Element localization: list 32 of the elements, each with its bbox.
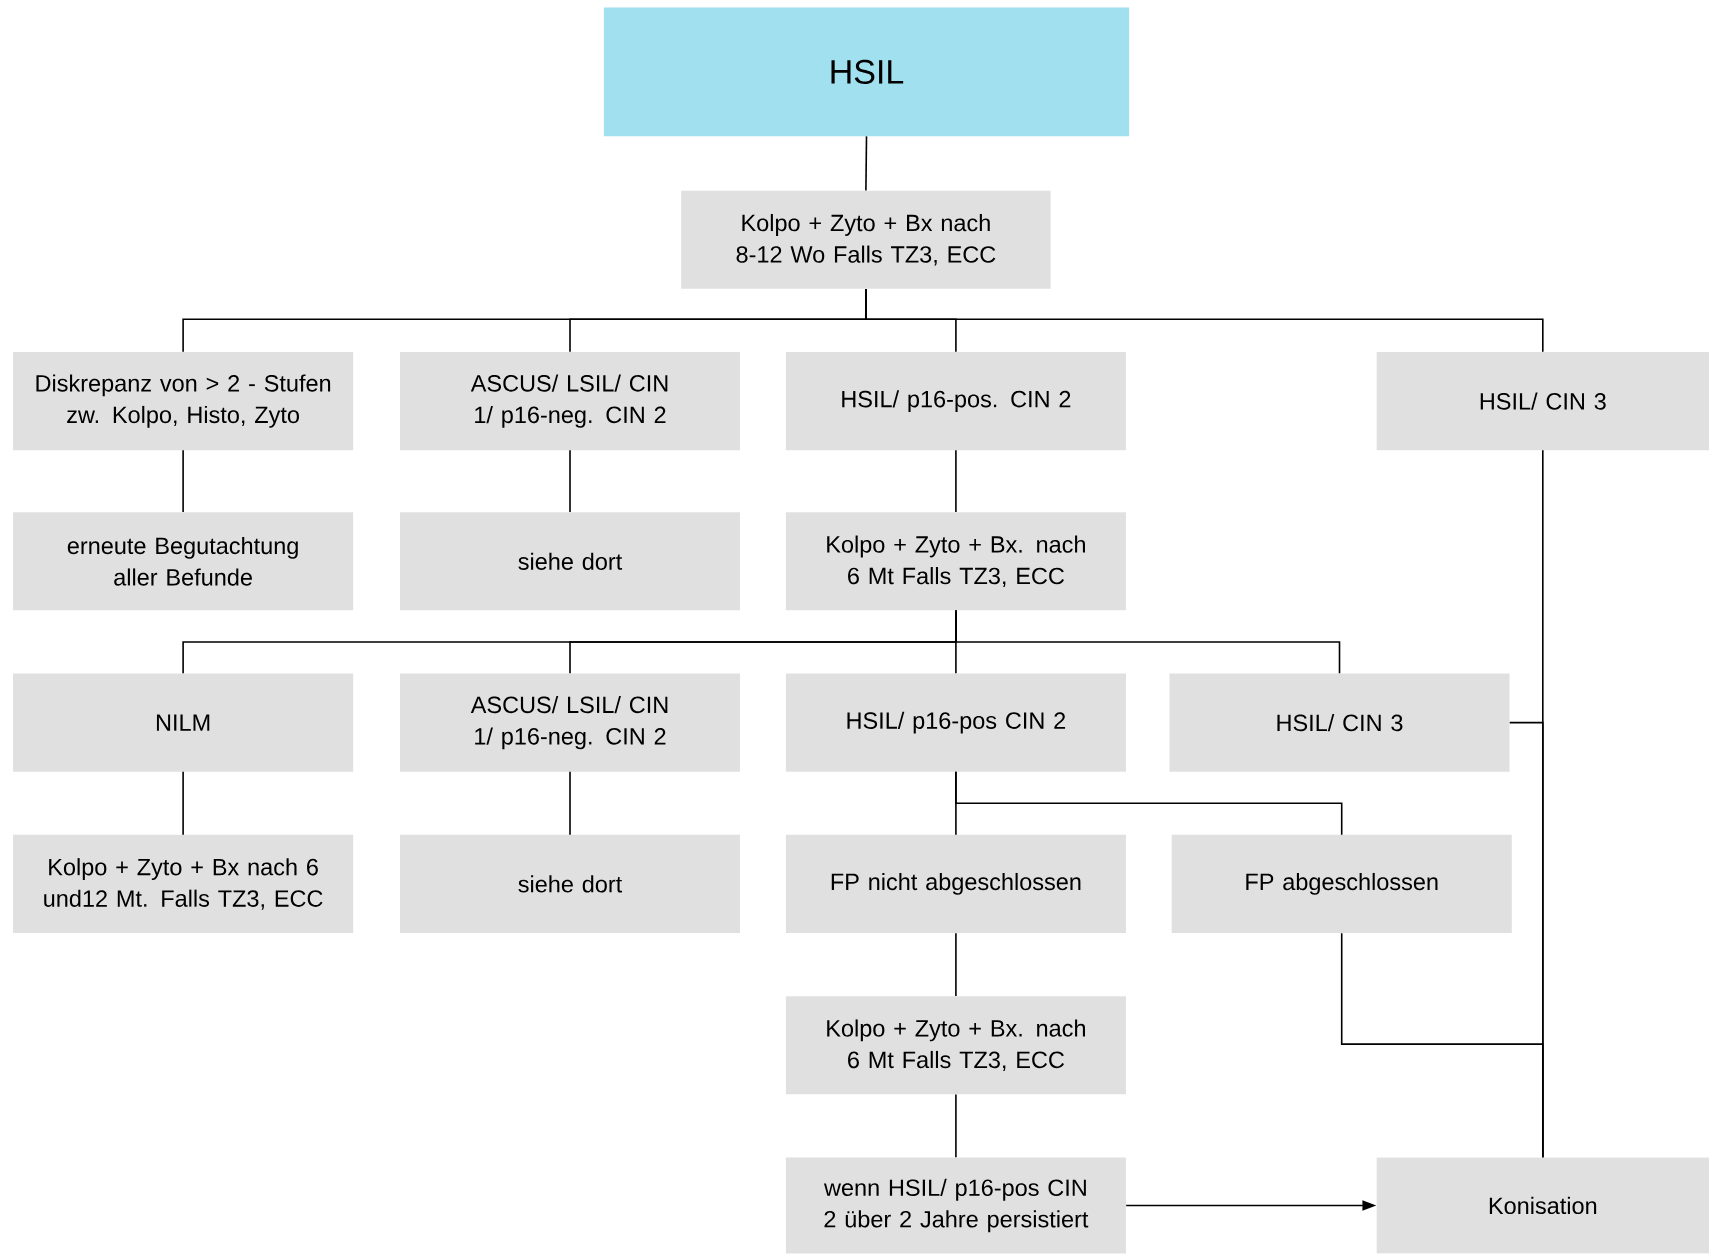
- process-box: siehe dort: [399, 834, 741, 933]
- connector-line: [955, 1093, 957, 1159]
- connector-line: [955, 932, 957, 997]
- connector-line: [182, 771, 184, 836]
- connector-line: [569, 449, 571, 513]
- connector-line: [1340, 932, 1544, 1159]
- process-box: FP nicht abgeschlossen: [785, 834, 1126, 933]
- process-box: HSIL/ p16-pos. CIN 2: [785, 352, 1126, 451]
- process-box: NILM: [13, 673, 354, 772]
- connector-line: [955, 771, 1343, 836]
- title-box: HSIL: [603, 7, 1130, 137]
- connector-line: [865, 135, 868, 192]
- process-box: HSIL/ p16-pos CIN 2: [785, 673, 1126, 772]
- process-box: siehe dort: [399, 512, 741, 611]
- process-box: Kolpo + Zyto + Bx. nach 6 Mt Falls TZ3, ECC: [785, 996, 1126, 1095]
- process-box: Kolpo + Zyto + Bx. nach 6 Mt Falls TZ3, ECC: [785, 512, 1126, 611]
- process-box: Kolpo + Zyto + Bx nach 8-12 Wo Falls TZ3, ECC: [681, 190, 1051, 289]
- process-box: ASCUS/ LSIL/ CIN 1/ p16-neg. CIN 2: [399, 352, 741, 451]
- process-box: Kolpo + Zyto + Bx nach 6 und12 Mt. Falls TZ3, ECC: [13, 834, 354, 933]
- connector-line: [569, 771, 571, 836]
- connector-line: [182, 449, 184, 513]
- connector-line: [955, 449, 957, 513]
- process-box: Konisation: [1376, 1157, 1709, 1254]
- process-box: wenn HSIL/ p16-pos CIN 2 über 2 Jahre persistiert: [785, 1157, 1126, 1254]
- process-box: ASCUS/ LSIL/ CIN 1/ p16-neg. CIN 2: [399, 673, 741, 772]
- process-box: erneute Begutachtung aller Befunde: [13, 512, 354, 611]
- connector-line: [865, 288, 1544, 353]
- process-box: FP abgeschlossen: [1171, 834, 1512, 933]
- process-box: HSIL/ CIN 3: [1169, 673, 1510, 772]
- process-box: Diskrepanz von > 2 - Stufen zw. Kolpo, Histo, Zyto: [13, 352, 354, 451]
- connector-line: [955, 609, 1341, 675]
- process-box: HSIL/ CIN 3: [1376, 352, 1709, 451]
